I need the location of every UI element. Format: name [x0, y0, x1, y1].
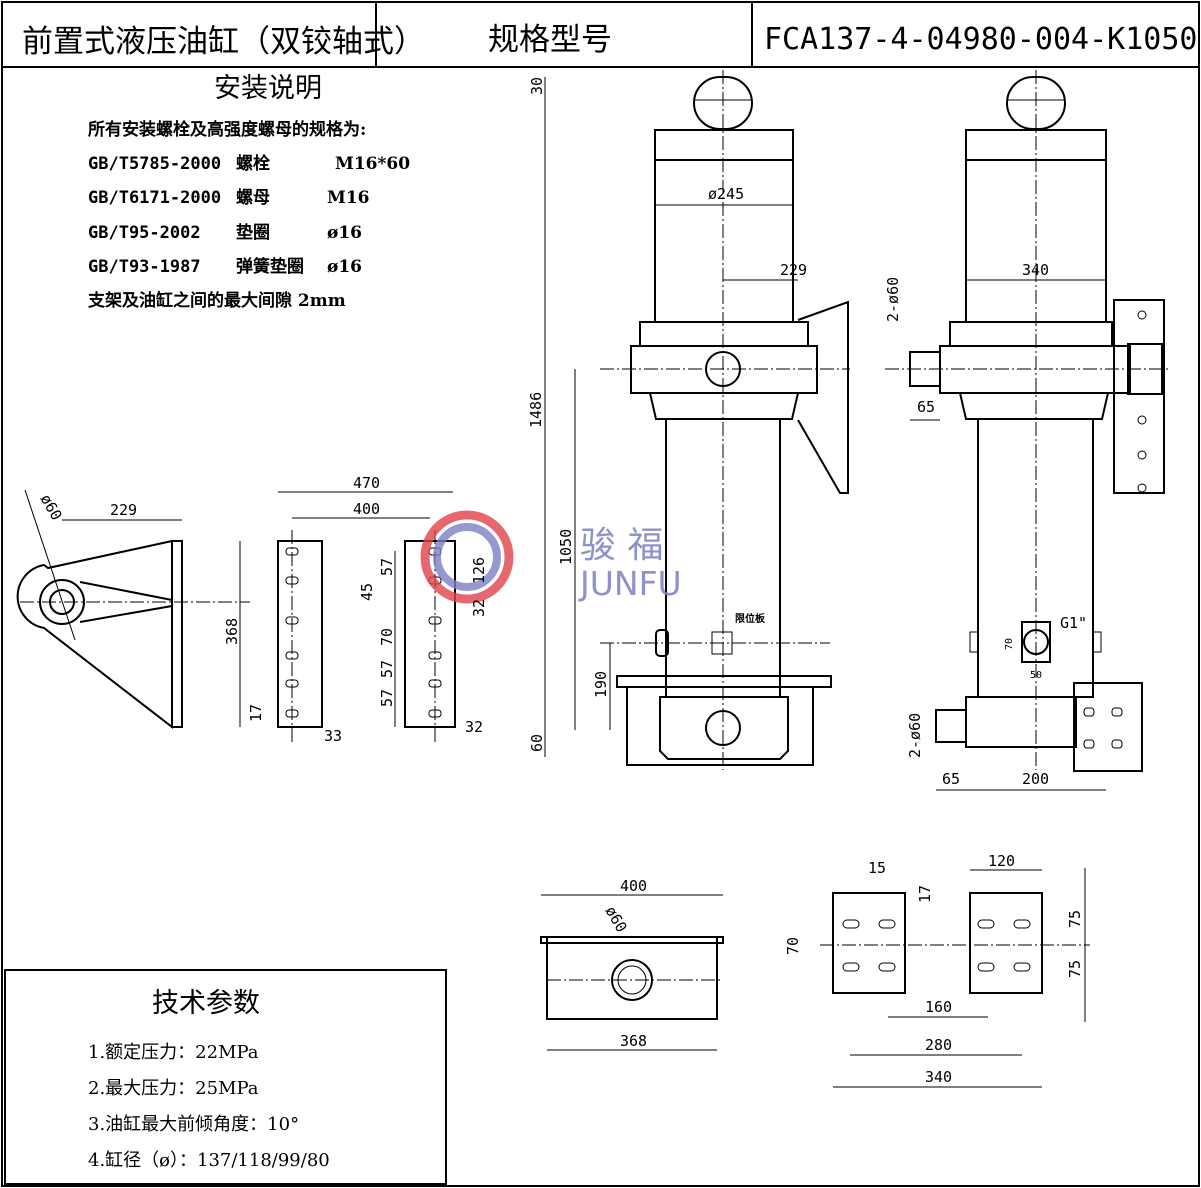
- dim-label: 45: [358, 583, 376, 601]
- part-name: 垫圈: [236, 222, 270, 243]
- param-item: 2.最大压力：25MPa: [88, 1078, 259, 1099]
- dim-label: 368: [223, 618, 241, 645]
- dim-label: ø245: [708, 185, 744, 203]
- part-spec: ø16: [327, 257, 362, 277]
- dim-label: 400: [353, 500, 380, 518]
- dim-label: 280: [925, 1036, 952, 1054]
- std-code: GB/T6171-2000: [88, 188, 221, 208]
- dim-label: 340: [925, 1068, 952, 1086]
- dim-label: 75: [1066, 910, 1084, 928]
- install-intro: 所有安装螺栓及高强度螺母的规格为:: [88, 119, 366, 140]
- dim-label: 160: [925, 998, 952, 1016]
- dim-label: 30: [528, 77, 546, 95]
- tech-params-box: [4, 969, 447, 1185]
- param-item: 3.油缸最大前倾角度：10°: [88, 1113, 299, 1135]
- dim-label: 400: [620, 877, 647, 895]
- tech-params-list: 1.额定压力：22MPa 2.最大压力：25MPa 3.油缸最大前倾角度：10°…: [88, 1042, 330, 1171]
- dim-label: 340: [1022, 261, 1049, 279]
- base-plate-top-view: [540, 894, 724, 1051]
- dim-label: 57: [378, 689, 396, 707]
- dim-label: 57: [378, 558, 396, 576]
- dim-label: 200: [1022, 770, 1049, 788]
- side-bracket-plate: [1113, 299, 1165, 494]
- dim-label: 50: [1030, 670, 1042, 681]
- dim-label: 229: [110, 501, 137, 519]
- part-spec: M16*60: [335, 154, 410, 174]
- tech-heading: 技术参数: [152, 988, 260, 1019]
- install-heading: 安装说明: [214, 73, 322, 104]
- dim-label: 70: [784, 937, 802, 955]
- std-code: GB/T5785-2000: [88, 154, 221, 174]
- bolt-spec-list: GB/T5785-2000 螺栓 M16*60 GB/T6171-2000 螺母 M16…: [88, 153, 410, 277]
- dim-label: 32: [470, 599, 488, 617]
- front-view-cylinder: 限位板: [544, 70, 850, 770]
- std-code: GB/T93-1987: [88, 257, 201, 277]
- drawing-title: 前置式液压油缸（双铰轴式）: [22, 24, 425, 60]
- dim-label: 120: [988, 852, 1015, 870]
- dim-label: 229: [780, 261, 807, 279]
- side-bracket: [797, 300, 849, 494]
- side-view-cylinder: G1": [885, 70, 1170, 791]
- gap-note: 支架及油缸之间的最大间隙 2mm: [88, 290, 346, 311]
- limit-plate-label: 限位板: [735, 612, 766, 625]
- dim-label: 65: [917, 398, 935, 416]
- spec-label: 规格型号: [488, 22, 612, 58]
- param-item: 1.额定压力：22MPa: [88, 1042, 259, 1063]
- dim-label: 57: [378, 660, 396, 678]
- dim-label: 1050: [557, 529, 575, 565]
- model-number: FCA137-4-04980-004-K1050: [764, 22, 1197, 57]
- base-mount-plate: [1073, 682, 1143, 772]
- dim-label: 60: [528, 734, 546, 752]
- watermark-en: JUNFU: [578, 564, 682, 603]
- bracket-plate-views: [239, 491, 456, 745]
- dim-label: 470: [353, 474, 380, 492]
- dim-label: 32: [465, 718, 483, 736]
- part-name: 弹簧垫圈: [236, 256, 304, 277]
- dim-label: 65: [942, 770, 960, 788]
- dim-label: 1486: [527, 392, 545, 428]
- part-name: 螺栓: [236, 153, 270, 174]
- part-spec: M16: [327, 188, 369, 208]
- watermark-cn: 骏 福: [580, 525, 663, 566]
- dim-label: 190: [592, 671, 610, 698]
- dim-label: ø60: [37, 491, 66, 523]
- logo-ring: [420, 510, 514, 604]
- base-plate-hole-pattern: [820, 868, 1090, 1088]
- dim-label: ø60: [602, 903, 631, 935]
- bracket-side-view: [16, 489, 250, 730]
- dim-label: 15: [868, 859, 886, 877]
- dim-label: 70: [1004, 638, 1015, 650]
- dim-label: 126: [470, 557, 488, 584]
- dim-label: 17: [247, 704, 265, 722]
- junfu-watermark: 骏 福 JUNFU: [420, 510, 682, 604]
- dim-label: 17: [916, 885, 934, 903]
- dim-label: 2-ø60: [906, 713, 924, 758]
- base-bracket: [626, 687, 814, 766]
- part-name: 螺母: [236, 188, 270, 208]
- dimension-labels: 30 ø245 229 1486 1050 190 60 340 2-ø60 6…: [37, 77, 1084, 1086]
- param-item: 4.缸径（ø）：137/118/99/80: [88, 1149, 330, 1171]
- dim-label: 368: [620, 1032, 647, 1050]
- std-code: GB/T95-2002: [88, 223, 201, 243]
- dim-label: 2-ø60: [884, 277, 902, 322]
- port-label: G1": [1060, 614, 1087, 632]
- dim-label: 33: [324, 727, 342, 745]
- part-spec: ø16: [327, 223, 362, 243]
- dim-label: 75: [1066, 960, 1084, 978]
- dim-label: 70: [378, 628, 396, 646]
- logo-ring: [433, 523, 501, 591]
